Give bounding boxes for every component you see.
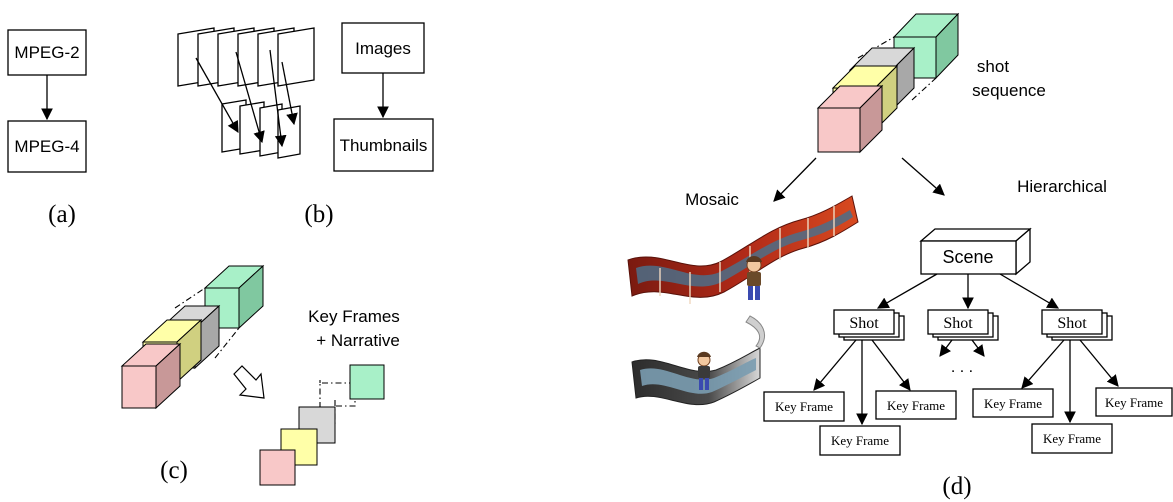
thumbnail-frames <box>221 99 301 159</box>
mosaic-film-strip-dark <box>631 315 765 406</box>
shot-box <box>927 309 989 335</box>
cube-dashed-edge <box>174 287 206 309</box>
panel-c: Key Frames + Narrative (c) <box>120 264 400 486</box>
thumbnail <box>277 105 301 159</box>
sequence-label: sequence <box>972 81 1046 100</box>
shot-box-label: Shot <box>943 315 973 332</box>
shot-box-label: Shot <box>1057 315 1087 332</box>
thumb-arrow <box>281 61 298 126</box>
caption-a: (a) <box>48 201 76 228</box>
hierarchical-arrow <box>901 157 945 196</box>
person-figure-icon <box>746 256 762 300</box>
shot-node: Shot <box>833 309 905 341</box>
ellipsis-label: . . . <box>951 359 973 376</box>
scene-shot-arrow <box>876 273 938 309</box>
caption-b: (b) <box>304 201 333 228</box>
transform-arrow <box>233 365 265 399</box>
mpeg4-label: MPEG-4 <box>14 137 79 156</box>
key-frame-node: Key Frame <box>763 391 845 422</box>
mosaic-label: Mosaic <box>685 190 739 209</box>
scene-node: Scene <box>919 227 1032 276</box>
cube-dashed-edge <box>911 77 937 101</box>
key-frame-node: Key Frame <box>819 425 901 456</box>
person-figure-icon <box>697 351 711 390</box>
shot-keyframe-arrow <box>1021 339 1065 389</box>
cube-pink-front <box>121 365 157 409</box>
scene-box-front <box>920 240 1017 275</box>
key-frame-label: Key Frame <box>1105 395 1163 410</box>
thumb-arrow <box>195 57 239 134</box>
thumb-arrow <box>269 49 287 148</box>
caption-c: (c) <box>160 457 188 484</box>
shot-box <box>833 309 895 335</box>
shot-node: Shot <box>1041 309 1113 341</box>
images-box <box>341 22 425 74</box>
shot-keyframe-arrow <box>871 339 911 391</box>
scene-shot-arrow <box>999 273 1060 309</box>
narrative-link <box>319 382 350 408</box>
frame <box>277 27 315 87</box>
key-frame-label: Key Frame <box>775 399 833 414</box>
narrative-label: + Narrative <box>316 331 400 350</box>
shot-keyframe-arrow <box>939 339 953 357</box>
caption-d: (d) <box>942 473 971 500</box>
shot-keyframe-arrow <box>813 339 857 391</box>
shot-cubes-c <box>120 264 265 410</box>
key-frame-node: Key Frame <box>875 390 957 420</box>
shot-label: shot <box>977 57 1009 76</box>
mpeg4-box <box>7 120 87 173</box>
panel-a: MPEG-2 MPEG-4 (a) <box>7 29 87 228</box>
mosaic-arrow <box>773 157 817 202</box>
shot-keyframe-arrow <box>971 339 985 357</box>
hierarchical-label: Hierarchical <box>1017 177 1107 196</box>
key-frame-node: Key Frame <box>972 388 1054 418</box>
key-frame-pink <box>259 449 296 486</box>
cube-pink-front <box>817 107 861 153</box>
shot-box-label: Shot <box>849 315 879 332</box>
shot-keyframe-arrow <box>1079 339 1119 387</box>
key-frame-node: Key Frame <box>1031 423 1113 454</box>
thumb-arrow <box>235 51 265 144</box>
source-frames <box>177 27 315 87</box>
mpeg2-label: MPEG-2 <box>14 43 79 62</box>
shot-node: Shot <box>927 309 999 341</box>
key-frame-label: Key Frame <box>831 433 889 448</box>
panel-b: Images Thumbnails (b) <box>177 22 434 228</box>
key-frame-label: Key Frame <box>984 396 1042 411</box>
shot-sequence-cubes <box>816 12 960 154</box>
mosaic-film-strip-red <box>627 195 859 304</box>
key-frame-squares <box>259 364 385 486</box>
scene-box-top <box>919 228 1032 242</box>
mpeg2-box <box>7 29 87 76</box>
images-label: Images <box>355 39 411 58</box>
key-frame-label: Key Frame <box>887 398 945 413</box>
shot-box <box>1041 309 1103 335</box>
thumbnails-box <box>333 118 434 172</box>
thumbnails-label: Thumbnails <box>340 136 428 155</box>
cube-dashed-edge <box>214 327 240 359</box>
panel-d: shot sequence Mosaic Hierarchical <box>627 12 1173 500</box>
key-frame-green <box>349 364 385 400</box>
key-frame-node: Key Frame <box>1095 387 1173 417</box>
key-frames-label: Key Frames <box>308 307 400 326</box>
key-frame-label: Key Frame <box>1043 431 1101 446</box>
scene-label: Scene <box>942 247 993 267</box>
